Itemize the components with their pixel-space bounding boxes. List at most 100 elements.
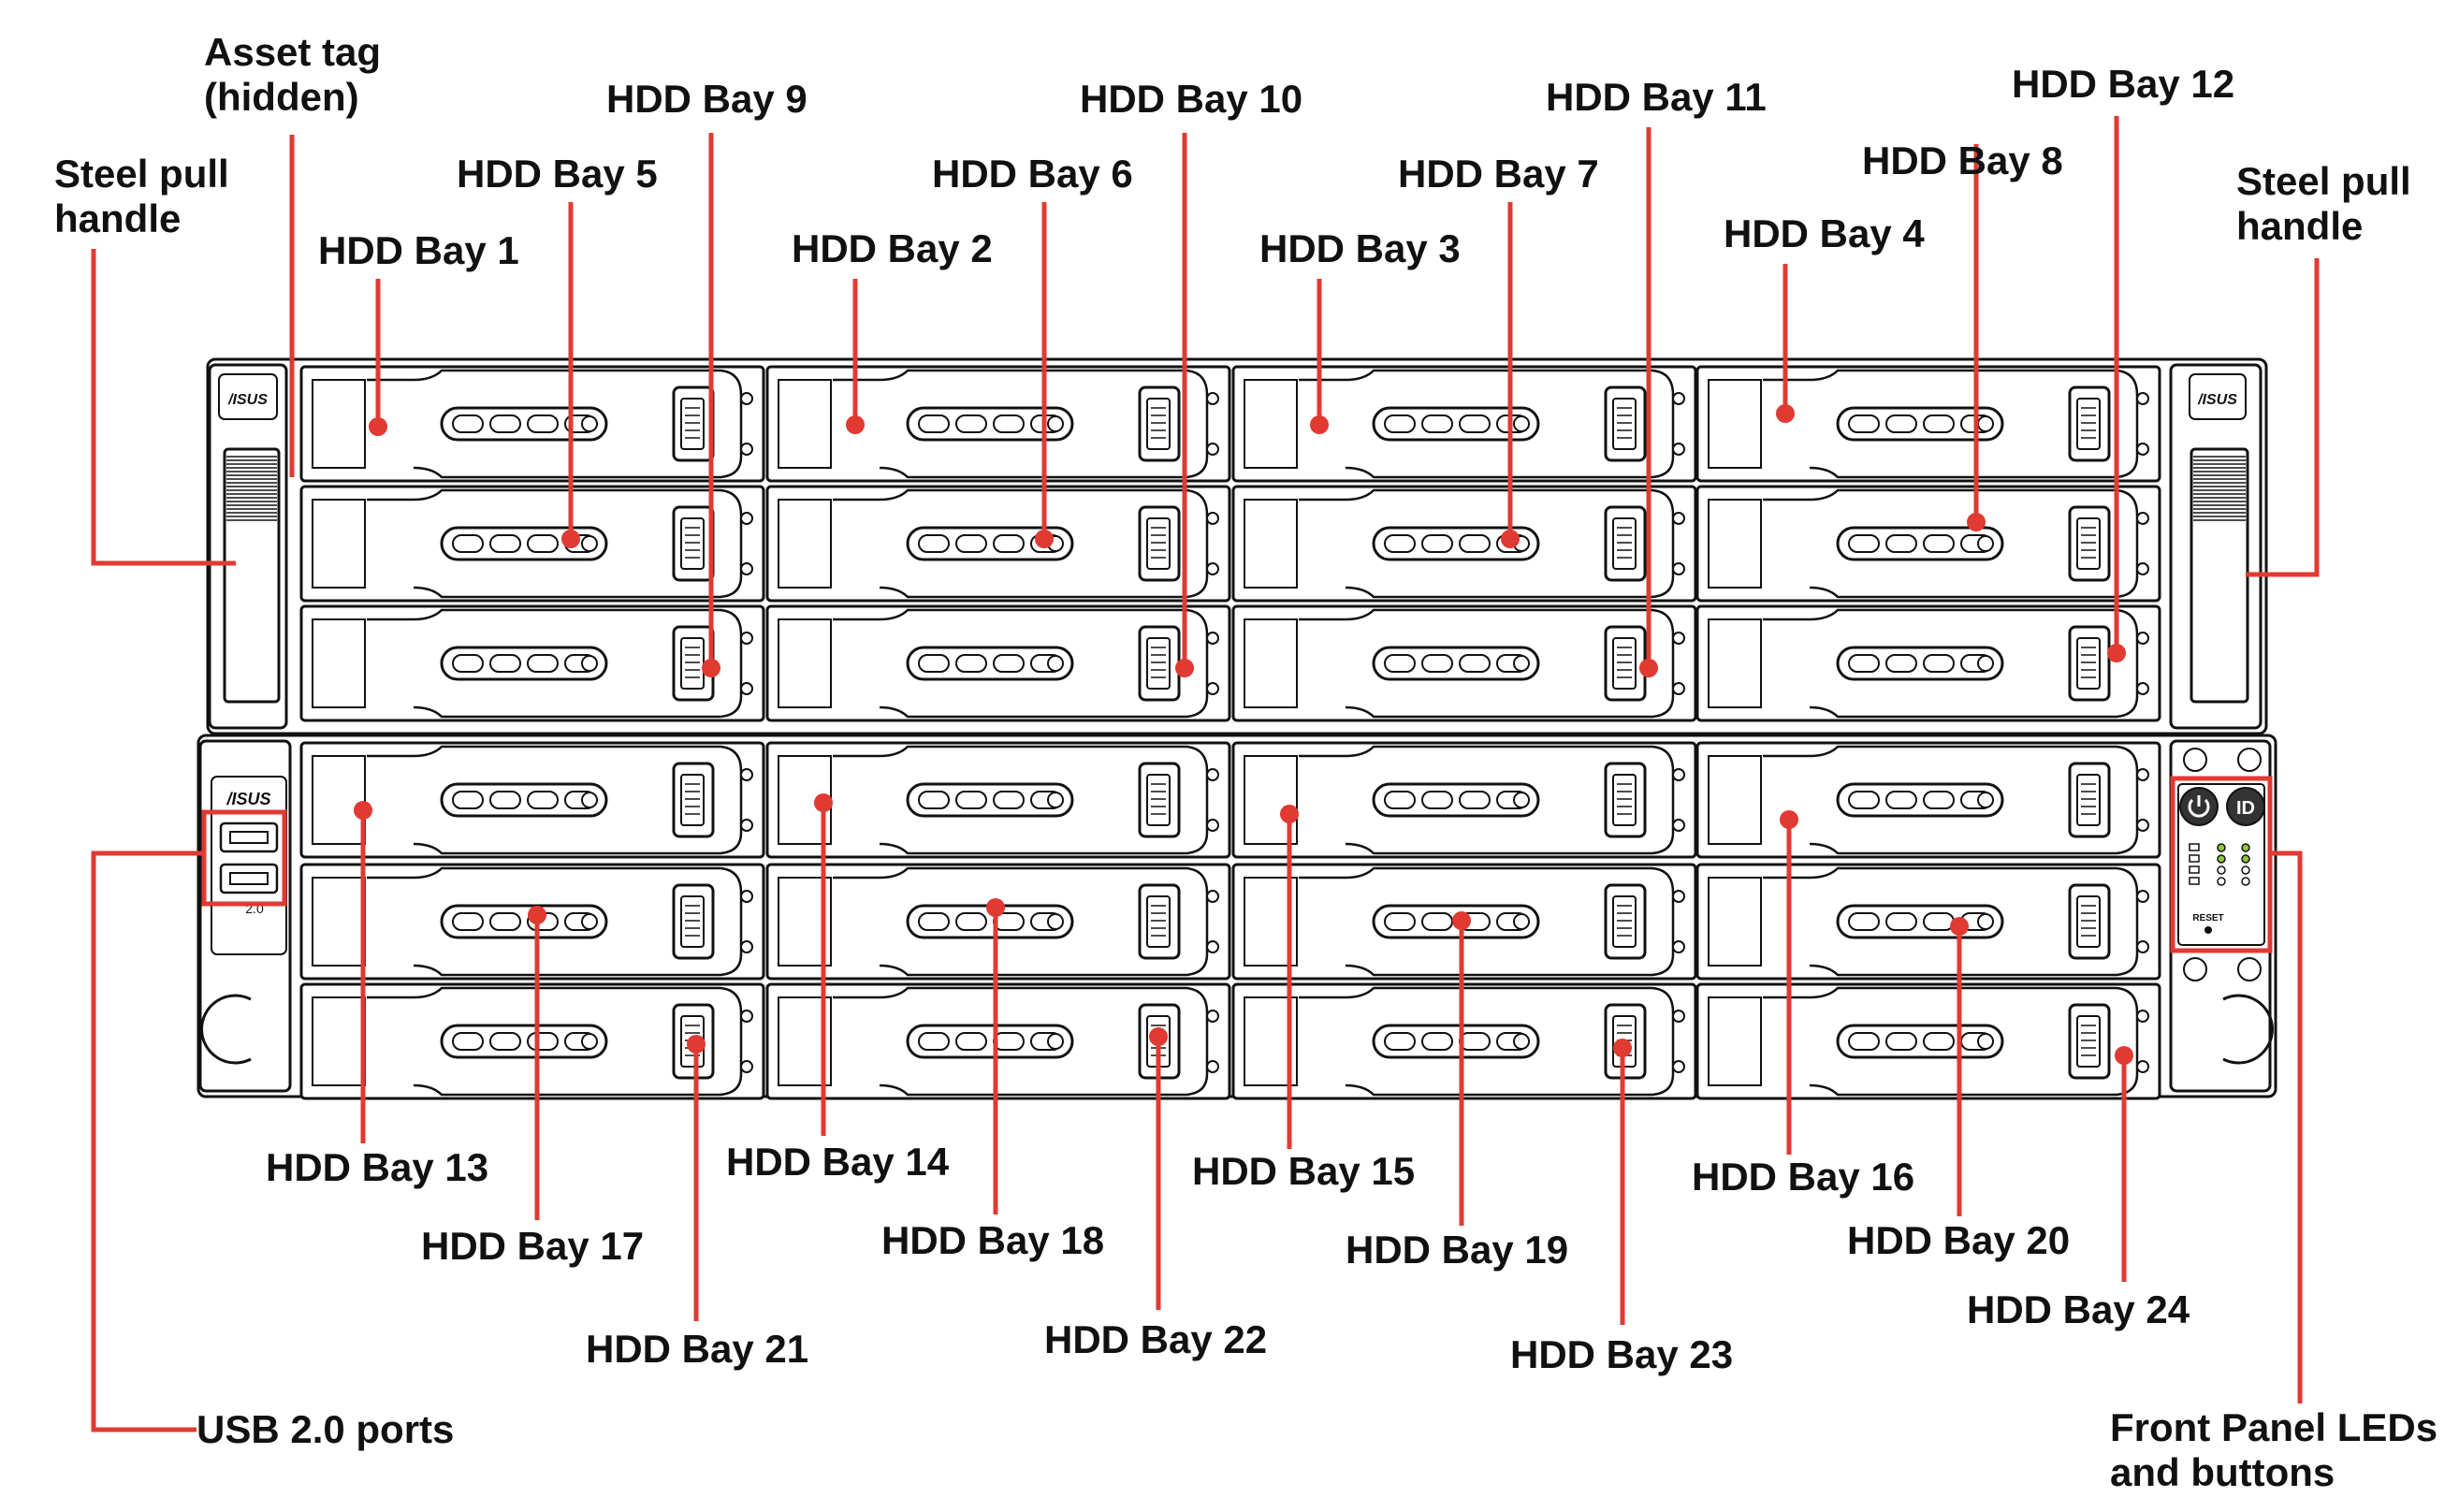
- hdd-bay-8[interactable]: [1695, 485, 2161, 603]
- marker-bay-9: [702, 659, 720, 677]
- usb-ports-label: USB 2.0 ports: [196, 1407, 454, 1451]
- marker-bay-6: [1035, 530, 1054, 548]
- marker-bay-15: [1280, 805, 1299, 823]
- marker-bay-19: [1452, 911, 1471, 930]
- asset-tag-label-2: (hidden): [204, 75, 359, 119]
- hdd-bay-9[interactable]: [299, 604, 765, 722]
- marker-bay-7: [1501, 530, 1520, 548]
- marker-bay-3: [1310, 415, 1329, 434]
- hdd-bay-4-label: HDD Bay 4: [1724, 211, 1925, 255]
- callout-leaders: [91, 116, 2320, 1432]
- hdd-bay-1[interactable]: [299, 365, 765, 483]
- marker-bay-11: [1639, 659, 1658, 677]
- hdd-bay-21[interactable]: [299, 982, 765, 1100]
- rack-ear-curve-left: [200, 994, 252, 1065]
- asus-logo-right: /ISUS: [2197, 392, 2237, 408]
- hdd-bay-9-label: HDD Bay 9: [606, 77, 808, 121]
- marker-bay-2: [846, 415, 865, 434]
- hdd-bay-18[interactable]: [765, 863, 1231, 981]
- marker-bay-8: [1967, 513, 1986, 531]
- hdd-bay-15[interactable]: [1231, 741, 1697, 859]
- hdd-bay-21-label: HDD Bay 21: [586, 1327, 808, 1371]
- reset-button[interactable]: [2204, 926, 2212, 934]
- led-status-icon: [2189, 843, 2200, 851]
- status-led: [2217, 877, 2226, 886]
- hdd-bay-22-label: HDD Bay 22: [1044, 1317, 1267, 1361]
- hdd-bay-14[interactable]: [765, 741, 1231, 859]
- hdd-bay-20-label: HDD Bay 20: [1847, 1218, 2070, 1262]
- hdd-bay-11-label: HDD Bay 11: [1546, 75, 1767, 119]
- hdd-bay-12-label: HDD Bay 12: [2012, 62, 2234, 106]
- hdd-bay-7-label: HDD Bay 7: [1398, 152, 1599, 196]
- marker-bay-5: [561, 530, 580, 548]
- marker-bay-24: [2115, 1046, 2133, 1065]
- marker-bay-10: [1175, 659, 1194, 677]
- hdd-bay-18-label: HDD Bay 18: [881, 1218, 1104, 1262]
- front-panel-label-2: and buttons: [2110, 1450, 2335, 1494]
- drive-trays: [299, 365, 2161, 1100]
- hdd-bay-11[interactable]: [1231, 604, 1697, 722]
- leader-steel-pull-handle-right: [2246, 258, 2320, 577]
- hdd-bay-16[interactable]: [1695, 741, 2161, 859]
- leader-front-panel: [2270, 850, 2303, 1403]
- callout-labels: Asset tag (hidden) Steel pull handle Ste…: [54, 30, 2437, 1494]
- logo-badge-right: [2189, 373, 2247, 420]
- hdd-bay-15-label: HDD Bay 15: [1192, 1149, 1415, 1193]
- front-panel-label: Front Panel LEDs: [2110, 1405, 2437, 1449]
- hdd-bay-6-label: HDD Bay 6: [932, 152, 1133, 196]
- hdd-bay-8-label: HDD Bay 8: [1862, 138, 2063, 182]
- marker-bay-14: [814, 793, 833, 812]
- marker-bay-12: [2107, 644, 2126, 662]
- hdd-bay-24-label: HDD Bay 24: [1967, 1287, 2190, 1331]
- marker-bay-16: [1780, 810, 1798, 829]
- hdd-bay-24[interactable]: [1695, 982, 2161, 1100]
- id-button-label: ID: [2236, 798, 2255, 819]
- steel-pull-handle-left-label: Steel pull: [54, 152, 229, 196]
- leader-steel-pull-handle-left: [91, 249, 236, 566]
- marker-bay-18: [986, 898, 1005, 917]
- status-led: [2217, 854, 2226, 864]
- callout-markers: [354, 404, 2133, 1065]
- power-button[interactable]: [2179, 787, 2219, 826]
- hdd-bay-17-label: HDD Bay 17: [421, 1224, 644, 1268]
- hdd-bay-14-label: HDD Bay 14: [726, 1140, 950, 1184]
- status-led: [2241, 877, 2250, 886]
- hdd-bay-23-label: HDD Bay 23: [1510, 1332, 1733, 1376]
- front-panel-highlight: [2170, 776, 2273, 953]
- hdd-bay-6[interactable]: [765, 485, 1231, 603]
- steel-pull-handle-left-label-2: handle: [54, 196, 181, 240]
- hdd-bay-13-label: HDD Bay 13: [266, 1145, 488, 1189]
- asset-tag-label: Asset tag: [204, 30, 381, 74]
- steel-pull-handle-right-label: Steel pull: [2236, 159, 2411, 203]
- power-icon: [2188, 798, 2210, 818]
- leader-usb-ports: [91, 850, 204, 1432]
- hdd-bay-1-label: HDD Bay 1: [318, 228, 519, 272]
- usb-highlight: [201, 809, 287, 907]
- hdd-bay-20[interactable]: [1695, 863, 2161, 981]
- marker-bay-13: [354, 801, 372, 820]
- logo-badge-left: [218, 373, 278, 420]
- marker-bay-23: [1613, 1039, 1632, 1057]
- hdd-bay-5[interactable]: [299, 485, 765, 603]
- hdd-bay-12[interactable]: [1695, 604, 2161, 722]
- hdd-bay-2[interactable]: [765, 365, 1231, 483]
- status-led: [2217, 865, 2226, 875]
- hdd-bay-4[interactable]: [1695, 365, 2161, 483]
- status-led: [2241, 843, 2250, 852]
- hdd-bay-10[interactable]: [765, 604, 1231, 722]
- hdd-bay-3[interactable]: [1231, 365, 1697, 483]
- hdd-bay-13[interactable]: [299, 741, 765, 859]
- reset-label: RESET: [2192, 913, 2223, 923]
- led-status-icon: [2189, 877, 2200, 885]
- hdd-bay-7[interactable]: [1231, 485, 1697, 603]
- hdd-bay-19-label: HDD Bay 19: [1346, 1228, 1568, 1272]
- marker-bay-21: [687, 1035, 706, 1054]
- status-led: [2241, 854, 2250, 864]
- hdd-bay-23[interactable]: [1231, 982, 1697, 1100]
- asus-logo-lower: /ISUS: [226, 790, 270, 808]
- marker-bay-20: [1950, 917, 1969, 936]
- id-button[interactable]: ID: [2226, 787, 2265, 826]
- marker-bay-1: [369, 417, 387, 436]
